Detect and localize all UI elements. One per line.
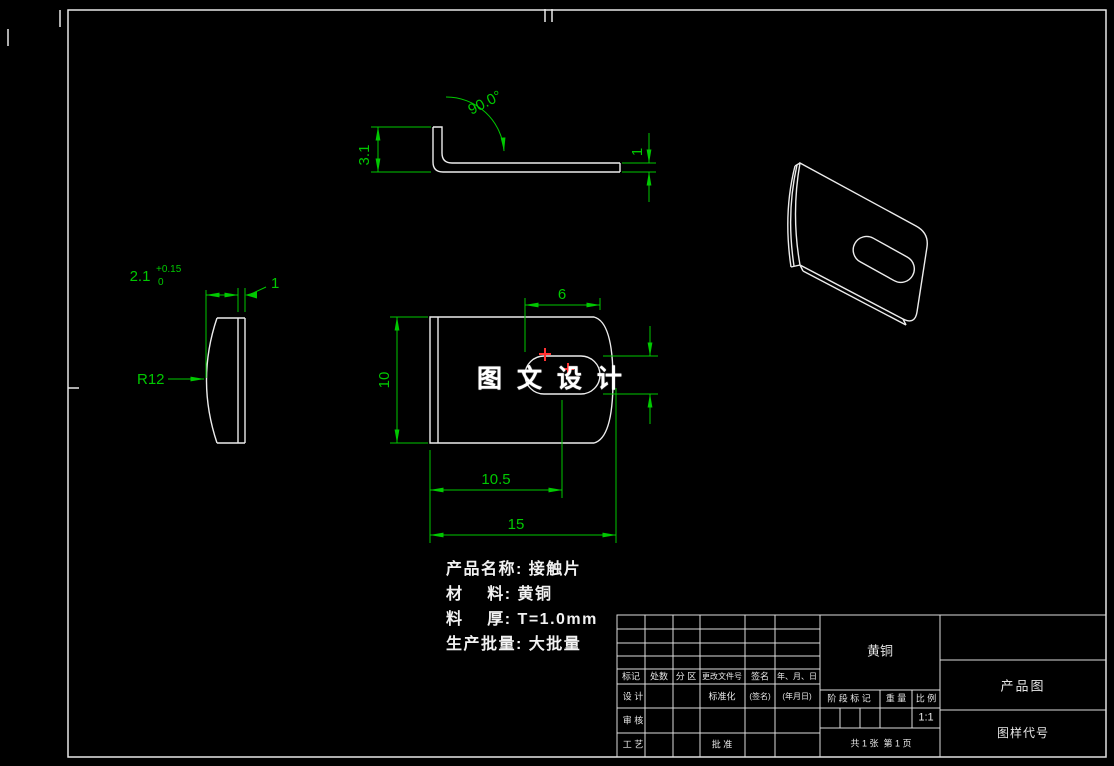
tb-col-mark: 标记 <box>621 671 641 682</box>
slot-outline <box>524 355 601 395</box>
drawing-border <box>67 9 1107 758</box>
dim-slot-position: 10.5 <box>481 471 510 488</box>
dim-blank-length: 15 <box>508 516 525 533</box>
watermark-text: 图 文 设 计 <box>477 365 626 393</box>
dim-slot-length: 6 <box>558 286 566 303</box>
tb-audit-label: 审 核 <box>622 715 644 726</box>
iso-slot <box>852 235 916 284</box>
tb-doc-name: 产品图 <box>1000 678 1046 694</box>
dim-camber: 2.1 <box>130 268 151 285</box>
dim-camber-tol-lower: 0 <box>158 277 164 288</box>
tb-approve-label: 批 准 <box>711 739 733 750</box>
tb-sheet-info: 共 1 张 第 1 页 <box>850 738 912 749</box>
product-batch-line: 生产批量: 大批量 <box>446 636 582 653</box>
product-thickness-line: 料 厚: T=1.0mm <box>446 611 598 628</box>
tb-drawing-code: 图样代号 <box>996 726 1050 740</box>
watermark-red-marks <box>539 348 574 375</box>
tb-sign-label: (签名) <box>749 692 771 701</box>
dim-angle: 90.0° <box>465 87 504 118</box>
sheet-frame <box>7 9 1107 758</box>
dim-radius: R12 <box>137 371 165 388</box>
tb-standardize-label: 标准化 <box>708 691 736 702</box>
dimension-labels: 3.1 90.0° 1 2.1 +0.15 0 1 R12 6 10 10.5 … <box>130 87 646 533</box>
view-side-profile <box>205 317 246 444</box>
view-plan <box>429 316 614 444</box>
tb-scale-label: 比 例 <box>915 693 937 704</box>
product-material-line: 材 料: 黄铜 <box>446 586 553 603</box>
tb-col-count: 处数 <box>649 671 669 682</box>
view-isometric <box>787 161 928 326</box>
dim-thickness-side: 1 <box>271 275 279 292</box>
tb-design-label: 设 计 <box>622 691 644 702</box>
dim-bend-height: 3.1 <box>356 145 373 166</box>
product-name-line: 产品名称: 接触片 <box>446 561 582 578</box>
view-bend-profile <box>432 126 621 173</box>
tb-date-label: (年月日) <box>782 692 812 701</box>
tb-col-date: 年、月、日 <box>777 672 817 681</box>
dim-camber-tol-upper: +0.15 <box>156 264 182 275</box>
tb-scale-value: 1:1 <box>918 711 934 724</box>
tb-col-change-file: 更改文件号 <box>702 672 742 681</box>
tb-craft-label: 工 艺 <box>622 739 644 750</box>
tb-col-signature: 签名 <box>750 671 770 682</box>
dim-thickness-top: 1 <box>629 148 646 156</box>
tb-stage-label: 阶 段 标 记 <box>827 693 871 704</box>
dimension-lines <box>168 96 658 543</box>
tb-col-zone: 分 区 <box>675 671 697 682</box>
title-block-grid <box>616 614 1107 758</box>
tb-material-value: 黄铜 <box>866 643 894 659</box>
tb-weight-label: 重 量 <box>885 693 907 704</box>
dim-blank-width: 10 <box>376 372 393 389</box>
